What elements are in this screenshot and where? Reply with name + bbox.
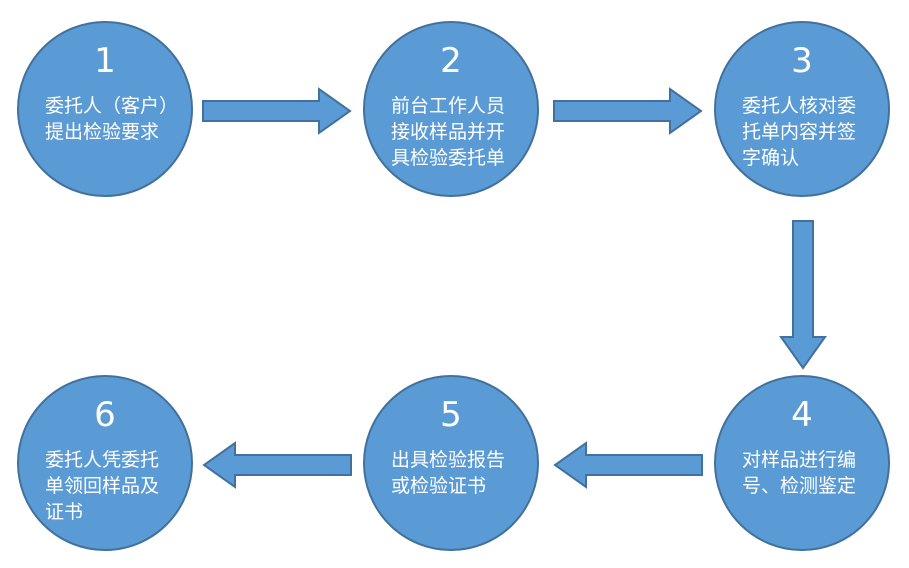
step-2-label: 前台工作人员接收样品并开具检验委托单 [391,95,506,169]
arrow-5-to-6-icon [202,441,352,489]
arrow-1-to-2-icon [202,87,352,135]
step-1-label: 委托人（客户）提出检验要求 [45,95,169,143]
step-6-node: 6 委托人凭委托单领回样品及证书 [17,375,193,551]
step-6-label: 委托人凭委托单领回样品及证书 [45,449,160,523]
step-3-number: 3 [791,41,813,81]
arrow-2-to-3-icon [553,87,703,135]
arrow-4-to-5-icon [553,441,703,489]
step-5-label: 出具检验报告或检验证书 [391,449,506,497]
step-2-node: 2 前台工作人员接收样品并开具检验委托单 [363,21,539,197]
step-3-label: 委托人核对委托单内容并签字确认 [742,95,857,169]
step-2-number: 2 [440,41,462,81]
step-5-node: 5 出具检验报告或检验证书 [363,375,539,551]
step-1-node: 1 委托人（客户）提出检验要求 [17,21,193,197]
step-1-number: 1 [94,41,116,81]
step-4-label: 对样品进行编号、检测鉴定 [742,449,857,497]
step-5-number: 5 [440,395,462,435]
step-6-number: 6 [94,395,116,435]
step-4-number: 4 [791,395,813,435]
arrow-3-to-4-icon [779,220,827,370]
step-4-node: 4 对样品进行编号、检测鉴定 [714,375,890,551]
step-3-node: 3 委托人核对委托单内容并签字确认 [714,21,890,197]
